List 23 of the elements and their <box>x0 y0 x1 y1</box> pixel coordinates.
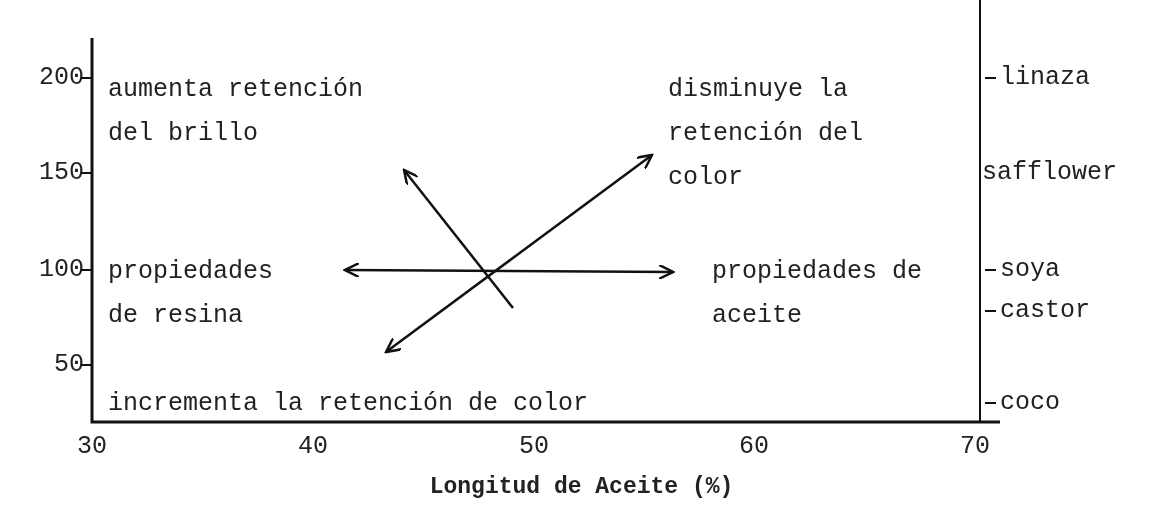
axis-tick-label: 50 <box>518 432 550 462</box>
axis-title: Longitud de Aceite (%) <box>428 473 735 502</box>
arrow <box>384 153 654 354</box>
oil-type-label: soya <box>1000 255 1060 285</box>
oil-type-label: linaza <box>1000 63 1090 93</box>
oil-type-label: safflower <box>982 158 1118 188</box>
annotation-text: propiedades de aceite <box>712 250 982 338</box>
annotation-text: disminuye la retención del color <box>668 68 898 200</box>
annotation-text: incrementa la retención de color <box>108 382 728 426</box>
axis-tick-label: 200 <box>39 63 84 93</box>
arrow <box>402 168 514 309</box>
axis-tick-label: 100 <box>39 255 84 285</box>
axis-tick-label: 40 <box>297 432 329 462</box>
annotation-text: aumenta retención del brillo <box>108 68 408 156</box>
axis-tick-label: 30 <box>76 432 108 462</box>
axis-tick-label: 60 <box>738 432 770 462</box>
annotation-text: propiedades de resina <box>108 250 308 338</box>
oil-type-label: coco <box>1000 388 1060 418</box>
axis-tick-label: 70 <box>959 432 991 462</box>
oil-type-label: castor <box>1000 296 1090 326</box>
arrow <box>343 261 675 281</box>
axis-tick-label: 150 <box>39 158 84 188</box>
axis-tick-label: 50 <box>54 350 84 380</box>
